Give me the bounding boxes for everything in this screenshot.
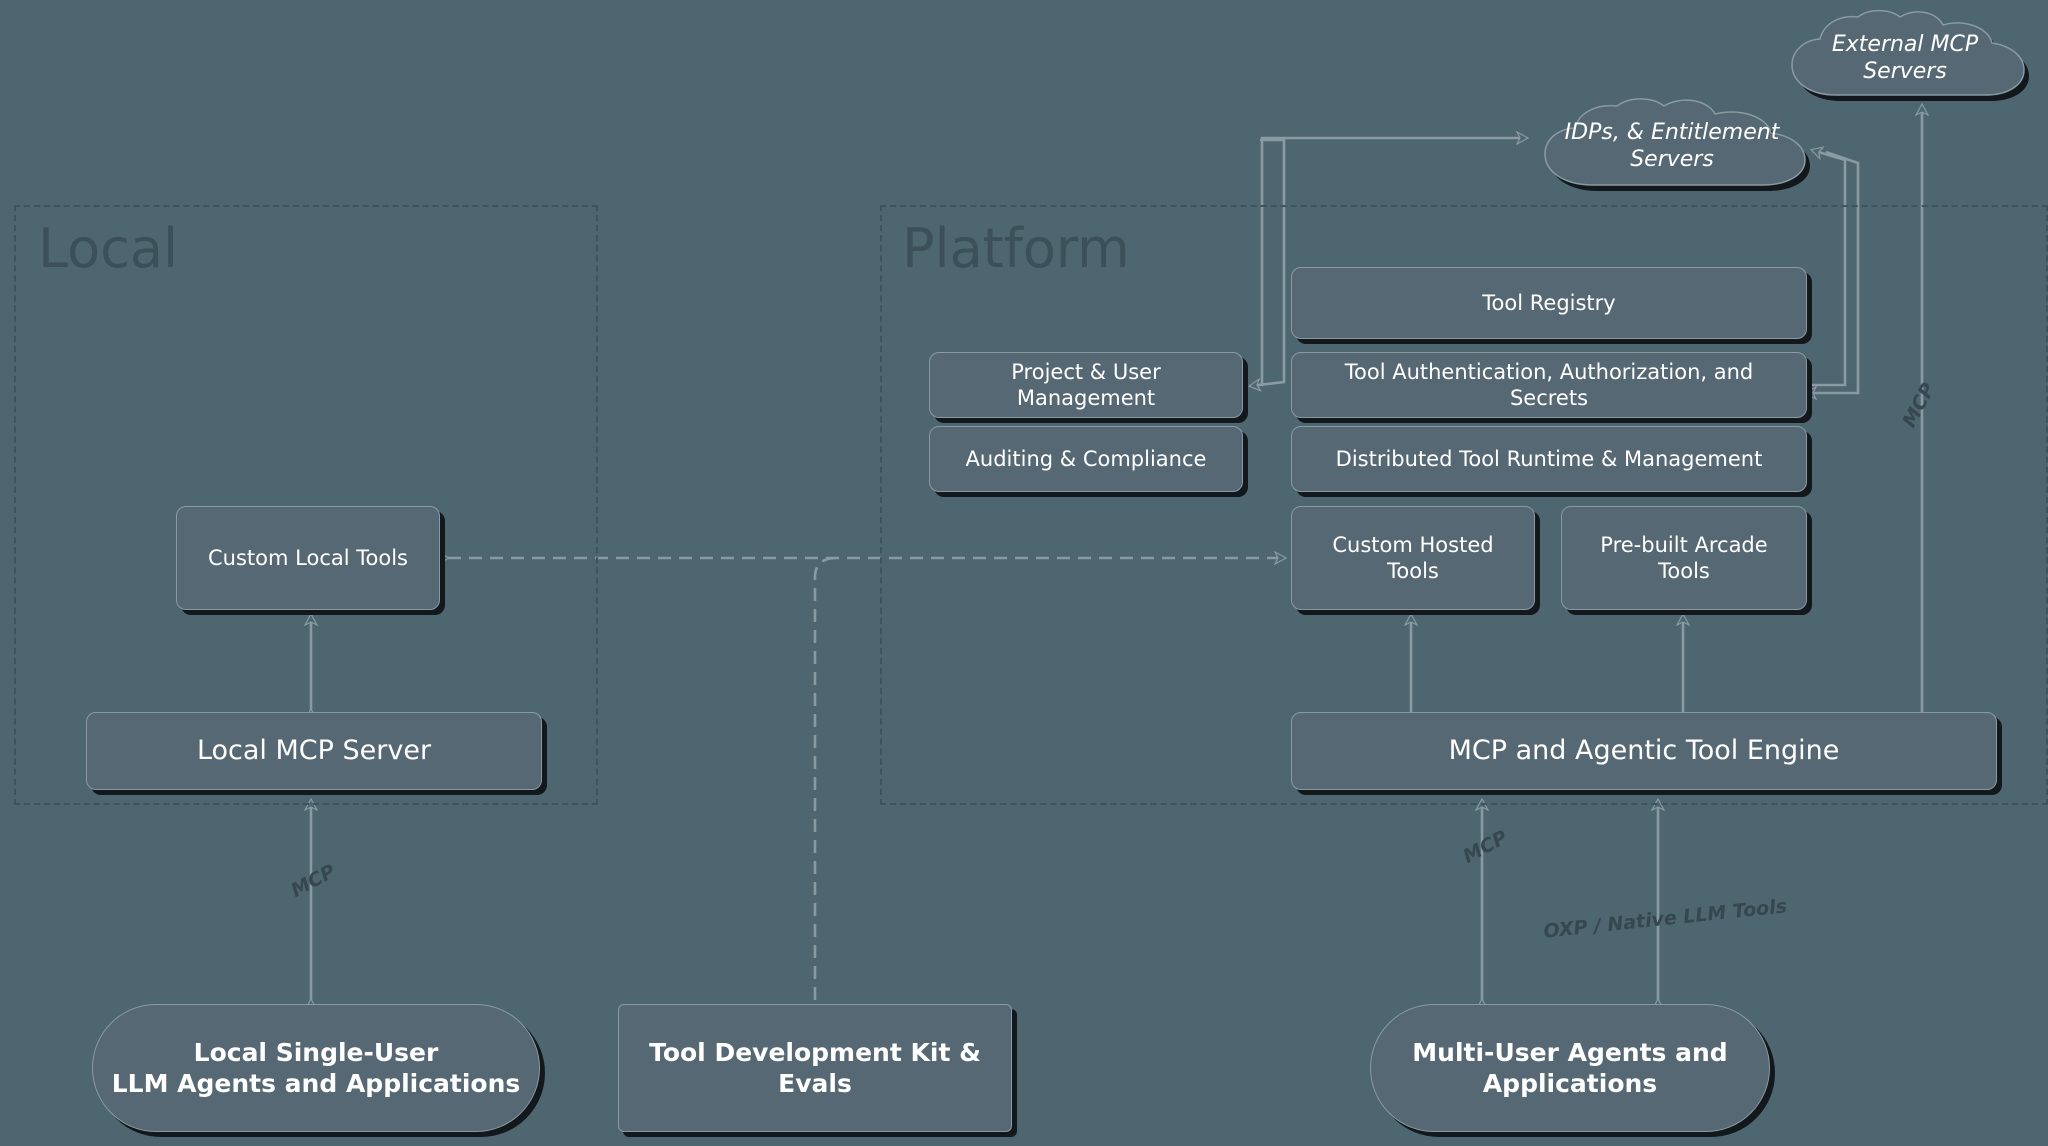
cloud-idps-label: IDPs, & Entitlement Servers (1539, 119, 1806, 174)
cloud-shape-idps (1544, 98, 1810, 191)
node-multi-user-agents-line2: Applications (1482, 1069, 1658, 1098)
node-tool-registry[interactable]: Tool Registry (1291, 267, 1807, 339)
group-platform-title: Platform (902, 217, 1130, 280)
node-local-agents-label: Local Single-User LLM Agents and Applica… (112, 1037, 521, 1100)
node-multi-user-agents-line1: Multi-User Agents and (1412, 1037, 1728, 1067)
cloud-idps-entitlement-servers[interactable]: IDPs, & Entitlement Servers (1527, 95, 1817, 197)
edge-label-oxp-native: OXP / Native LLM Tools (1542, 895, 1789, 943)
node-local-agents-line2: LLM Agents and Applications (111, 1069, 521, 1098)
cloud-external-mcp-servers[interactable]: External MCP Servers (1776, 8, 2034, 108)
node-local-single-user-agents[interactable]: Local Single-User LLM Agents and Applica… (92, 1004, 540, 1132)
group-platform (880, 205, 2048, 805)
node-multi-user-agents[interactable]: Multi-User Agents and Applications (1370, 1004, 1770, 1132)
edge-label-mcp-platform: MCP (1459, 826, 1511, 868)
edge-tdk-branch (813, 556, 837, 1000)
cloud-idps-label-line1: IDPs, & Entitlement (1564, 119, 1780, 145)
node-local-agents-line1: Local Single-User (193, 1037, 439, 1067)
node-tool-development-kit[interactable]: Tool Development Kit & Evals (618, 1004, 1012, 1132)
node-custom-hosted-tools[interactable]: Custom Hosted Tools (1291, 506, 1535, 610)
group-local (14, 205, 598, 805)
cloud-shape-external (1791, 9, 2029, 102)
cloud-idps-label-line2: Servers (1630, 147, 1714, 172)
node-project-user-management[interactable]: Project & User Management (929, 352, 1243, 418)
node-multi-user-agents-label: Multi-User Agents and Applications (1412, 1037, 1727, 1100)
node-custom-local-tools[interactable]: Custom Local Tools (176, 506, 440, 610)
edge-label-mcp-local: MCP (287, 860, 339, 902)
node-tool-auth[interactable]: Tool Authentication, Authorization, and … (1291, 352, 1807, 418)
node-auditing-compliance[interactable]: Auditing & Compliance (929, 426, 1243, 492)
group-local-title: Local (38, 217, 178, 280)
cloud-external-mcp-label: External MCP Servers (1831, 31, 1979, 85)
node-mcp-agentic-tool-engine[interactable]: MCP and Agentic Tool Engine (1291, 712, 1997, 790)
node-distributed-tool-runtime[interactable]: Distributed Tool Runtime & Management (1291, 426, 1807, 492)
node-local-mcp-server[interactable]: Local MCP Server (86, 712, 542, 790)
node-prebuilt-arcade-tools[interactable]: Pre-built Arcade Tools (1561, 506, 1807, 610)
